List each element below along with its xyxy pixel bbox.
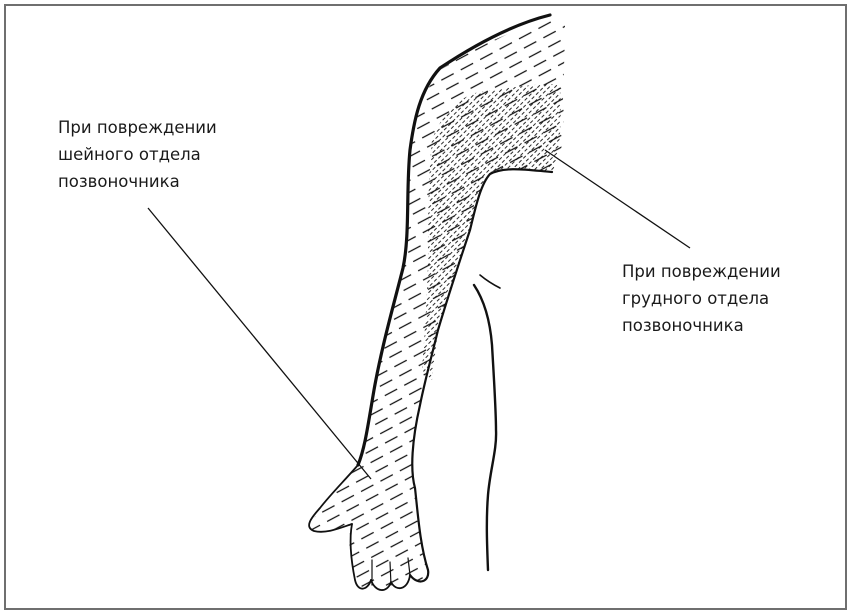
leader-line-thoracic — [545, 150, 690, 248]
annotation-thoracic-line-3: позвоночника — [622, 312, 781, 339]
torso-outline — [474, 275, 500, 570]
annotation-cervical: При повреждении шейного отдела позвоночн… — [58, 114, 217, 195]
annotation-cervical-line-3: позвоночника — [58, 168, 217, 195]
annotation-thoracic-line-2: грудного отдела — [622, 285, 781, 312]
annotation-cervical-line-1: При повреждении — [58, 114, 217, 141]
annotation-thoracic: При повреждении грудного отдела позвоноч… — [622, 258, 781, 339]
leader-line-cervical — [148, 208, 371, 479]
annotation-cervical-line-2: шейного отдела — [58, 141, 217, 168]
annotation-thoracic-line-1: При повреждении — [622, 258, 781, 285]
